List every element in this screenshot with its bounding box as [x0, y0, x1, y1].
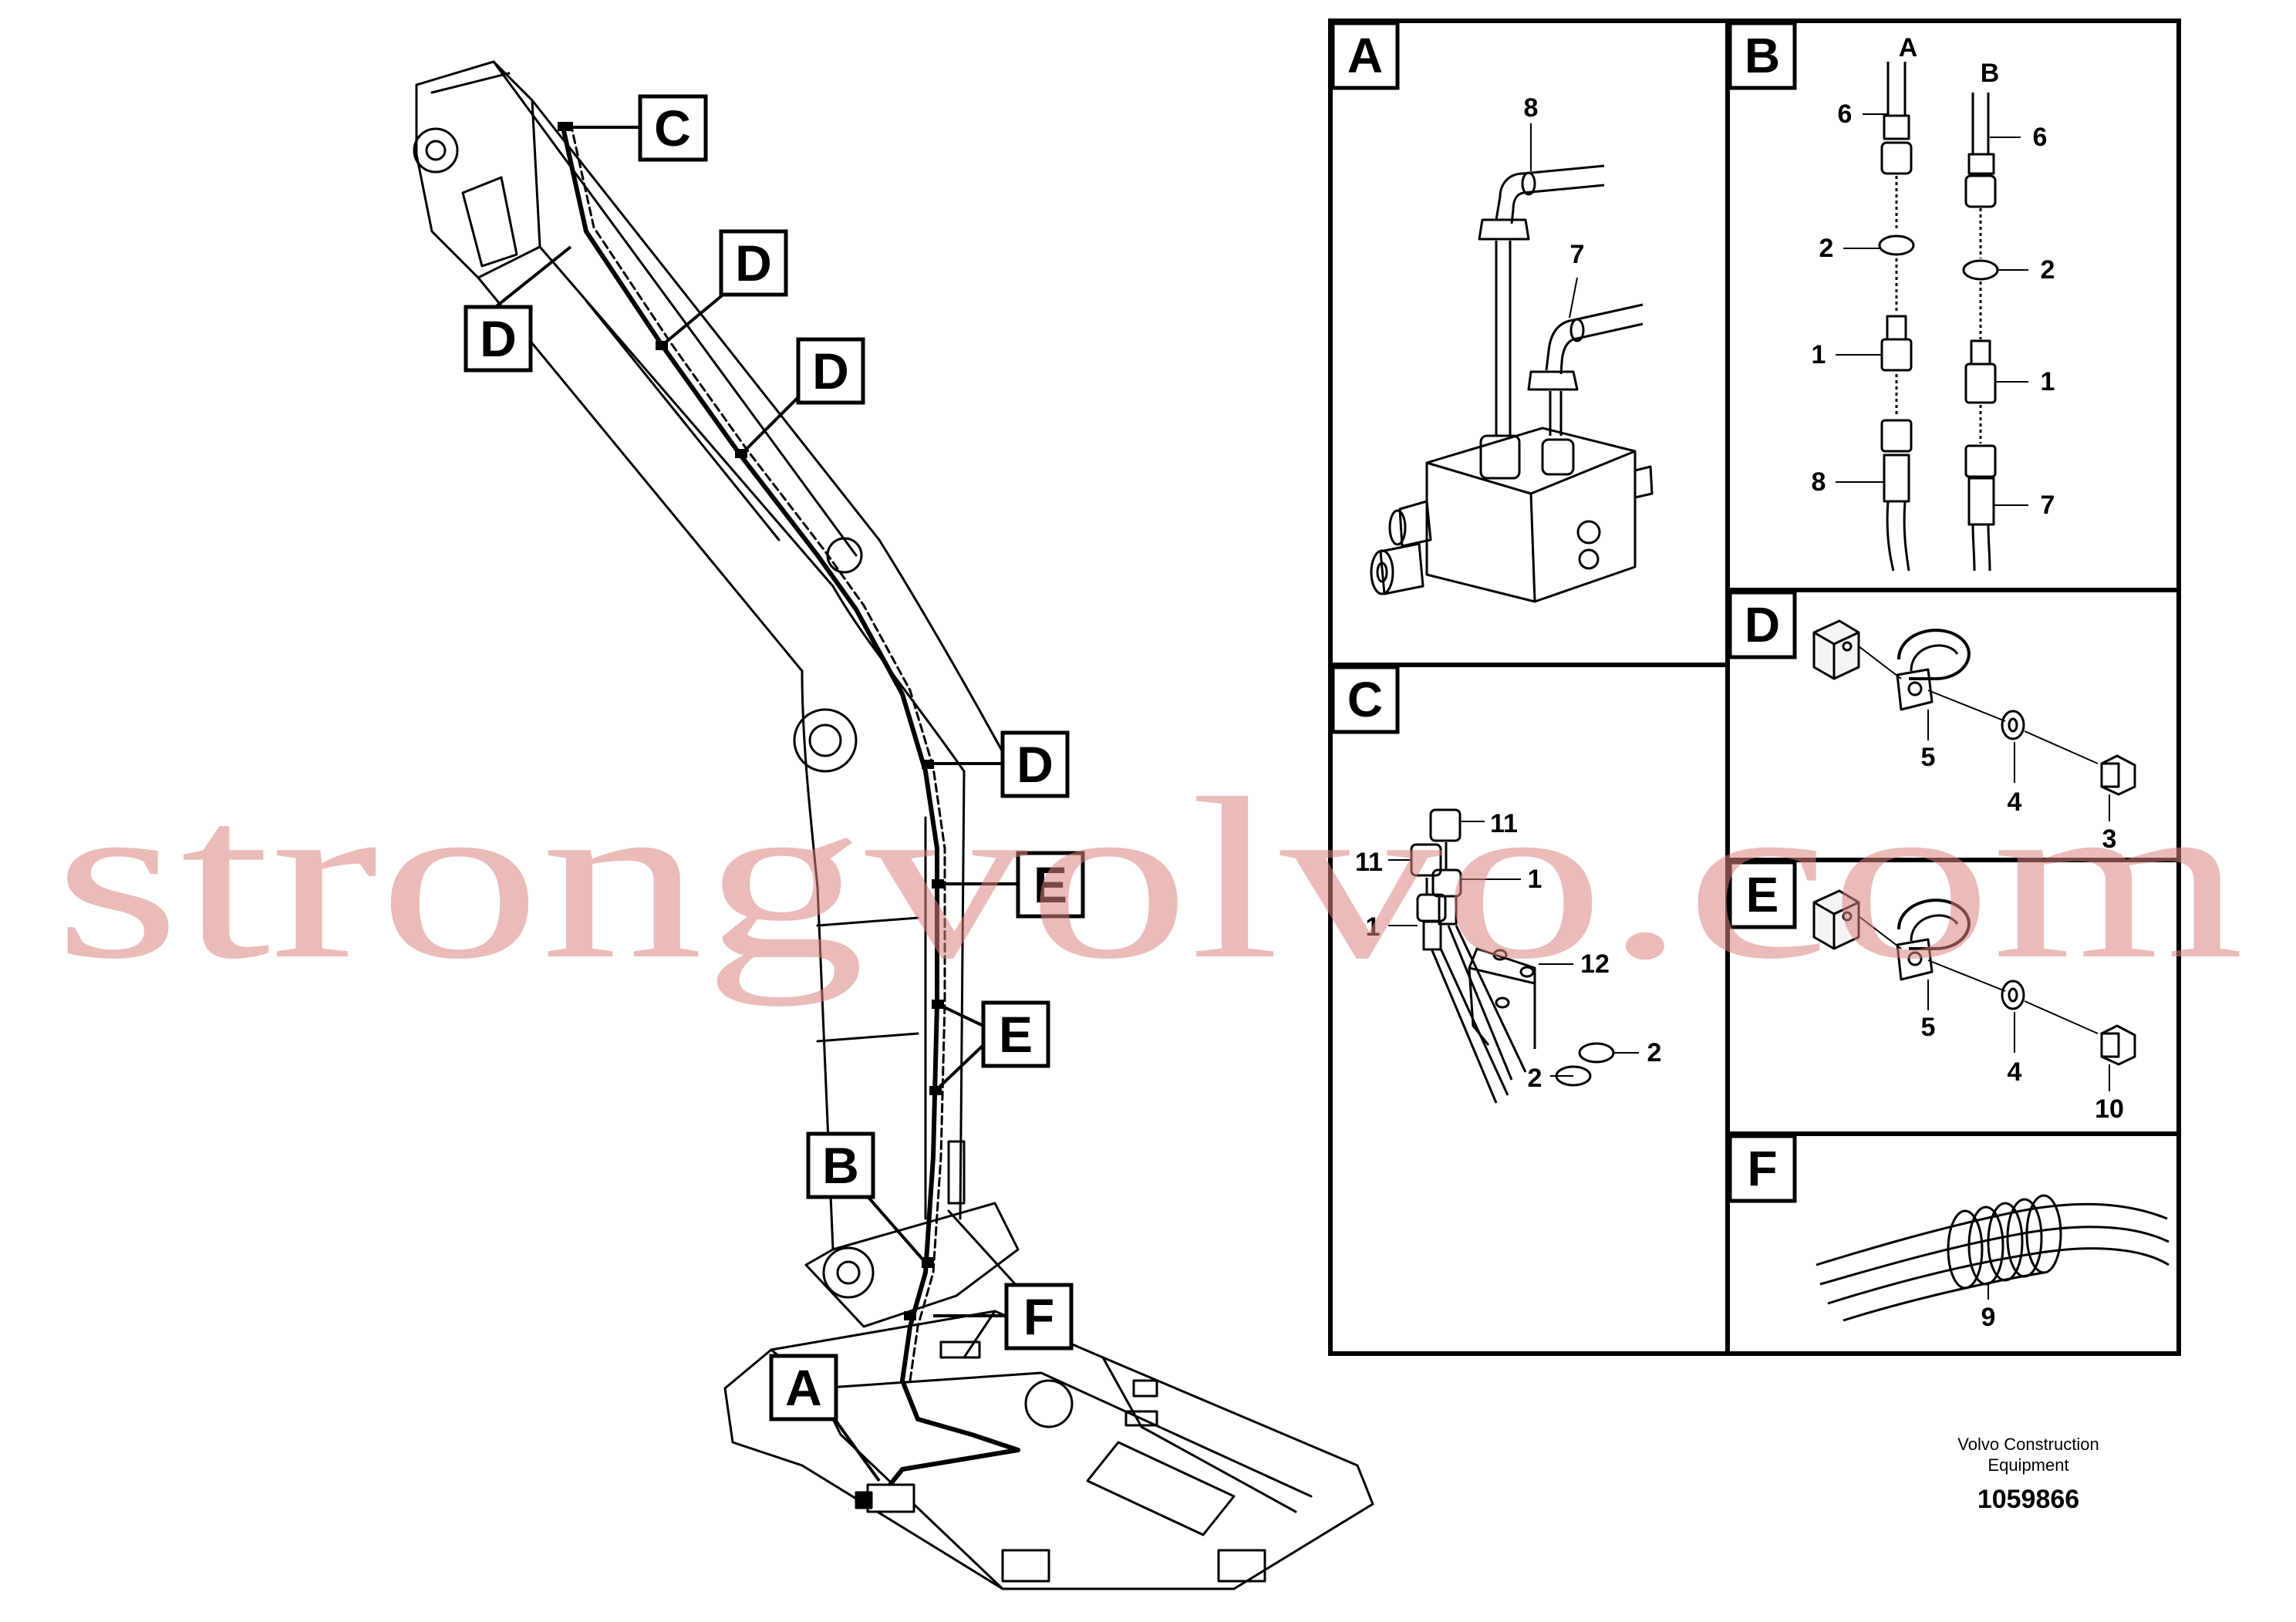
callout-d-3: D — [796, 337, 865, 405]
watermark-text: strongvolvo.com — [54, 750, 2244, 1007]
svg-text:B: B — [1981, 59, 2000, 88]
callout-d-4: D — [1000, 730, 1070, 798]
svg-text:D: D — [735, 234, 772, 292]
callout-f: F — [1004, 1283, 1074, 1351]
svg-text:4: 4 — [2008, 787, 2022, 817]
svg-text:1: 1 — [1812, 340, 1826, 369]
svg-text:8: 8 — [1812, 467, 1826, 497]
svg-text:5: 5 — [1921, 743, 1936, 772]
callout-d-1: D — [464, 305, 533, 373]
svg-text:2: 2 — [1819, 234, 1834, 263]
panel-f-labels: 9 — [1981, 1303, 1996, 1332]
svg-text:2: 2 — [1647, 1038, 1662, 1067]
drawing-caption: Volvo Construction Equipment 1059866 — [1957, 1435, 2099, 1514]
panel-letters: A B C D E F — [1330, 21, 1797, 1203]
callout-e-2: E — [981, 1000, 1050, 1068]
panel-f-drawing — [1816, 1194, 2170, 1322]
callout-d-2: D — [719, 229, 788, 297]
callout-b: B — [806, 1131, 875, 1199]
svg-text:Equipment: Equipment — [1988, 1455, 2068, 1475]
svg-text:A: A — [785, 1359, 822, 1416]
callout-c: C — [638, 94, 708, 162]
panel-b-drawing — [1836, 62, 2028, 572]
panel-b-letter: B — [1745, 28, 1780, 83]
svg-text:8: 8 — [1524, 93, 1539, 123]
panel-a-drawing — [1370, 123, 1654, 603]
svg-text:10: 10 — [2095, 1094, 2124, 1124]
panel-a-labels: 8 7 — [1524, 93, 1585, 269]
svg-text:7: 7 — [2041, 491, 2055, 520]
svg-text:D: D — [480, 310, 517, 367]
panel-a-letter: A — [1347, 28, 1383, 83]
panel-e-letter: E — [1746, 867, 1779, 922]
svg-text:11: 11 — [1490, 809, 1518, 838]
svg-text:11: 11 — [1355, 848, 1383, 877]
svg-text:D: D — [1017, 736, 1054, 793]
callout-leaders — [492, 126, 1018, 1482]
svg-text:9: 9 — [1981, 1303, 1996, 1332]
svg-text:12: 12 — [1580, 949, 1610, 979]
svg-text:E: E — [1033, 856, 1067, 913]
panel-e-drawing — [1812, 889, 2136, 1091]
svg-text:1: 1 — [2041, 367, 2055, 396]
svg-text:A: A — [1899, 33, 1918, 62]
panel-c-labels: 11 11 1 1 12 2 2 — [1355, 809, 1661, 1093]
panel-c-drawing — [1388, 808, 1639, 1104]
svg-text:2: 2 — [2041, 255, 2055, 285]
svg-text:1: 1 — [1366, 912, 1381, 942]
svg-text:D: D — [812, 342, 849, 400]
svg-text:3: 3 — [2102, 824, 2117, 854]
callout-a: A — [769, 1354, 838, 1421]
svg-text:6: 6 — [1838, 99, 1853, 129]
svg-text:2: 2 — [1528, 1064, 1542, 1093]
panel-d-letter: D — [1745, 597, 1780, 653]
svg-text:1: 1 — [1528, 865, 1542, 894]
svg-text:1059866: 1059866 — [1977, 1485, 2079, 1514]
svg-text:F: F — [1023, 1288, 1054, 1345]
svg-text:5: 5 — [1921, 1013, 1936, 1042]
panel-f-letter: F — [1747, 1141, 1777, 1196]
svg-text:B: B — [822, 1137, 859, 1194]
detail-panels-frame — [1328, 19, 2181, 1356]
panel-b-labels: A B 6 6 2 2 1 1 8 7 — [1812, 33, 2055, 520]
svg-text:6: 6 — [2033, 123, 2048, 152]
panel-d-drawing — [1812, 619, 2136, 821]
svg-text:7: 7 — [1570, 240, 1585, 269]
svg-text:4: 4 — [2008, 1057, 2022, 1087]
panel-c-letter: C — [1347, 672, 1383, 727]
svg-text:E: E — [999, 1006, 1033, 1063]
callout-e-1: E — [1016, 851, 1085, 919]
panel-e-labels: 5 4 10 — [1921, 1013, 2124, 1124]
svg-text:C: C — [654, 99, 691, 157]
svg-text:Volvo Construction: Volvo Construction — [1957, 1435, 2099, 1454]
panel-d-labels: 5 4 3 — [1921, 743, 2117, 854]
